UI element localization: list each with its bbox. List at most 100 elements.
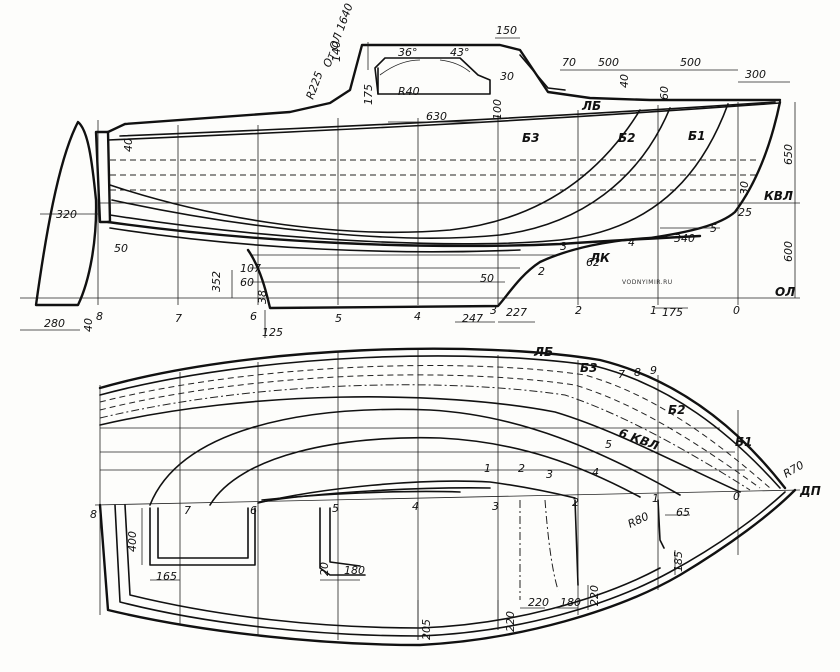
profile-station-label: 1	[650, 304, 657, 317]
dim-label: 30	[500, 70, 514, 83]
plan-station-label: 2	[572, 496, 579, 509]
dim-label: 630	[426, 110, 447, 123]
plan-sheer-top	[99, 355, 781, 489]
plan-dim-label: 180	[344, 564, 365, 577]
plan-inner-bottom	[124, 504, 661, 629]
dim-label: 5	[710, 222, 717, 235]
plan-station-labels: 8 7 6 5 4 3 2 1 0	[90, 490, 740, 521]
plan-wl-number: 5	[605, 438, 612, 451]
watermark: VODNYIMIR.RU	[622, 279, 673, 286]
profile-station-label: 0	[733, 304, 740, 317]
plan-dim-label: 220	[504, 611, 517, 632]
plan-sheer-bottom	[114, 491, 786, 637]
fin-keel-outline	[246, 236, 652, 310]
callout-r225: R225	[304, 70, 326, 101]
plan-dim-label: 220	[588, 585, 601, 606]
plan-station-label: 4	[412, 500, 419, 513]
dim-label: 140	[330, 41, 343, 62]
plan-station-lines	[99, 350, 739, 640]
plan-dashed-9	[99, 365, 771, 489]
plan-dim-label: 220	[528, 596, 549, 609]
plan-wl-number: 7	[618, 368, 625, 381]
plan-wl-kvl	[99, 396, 741, 493]
plan-wl-1	[261, 490, 461, 501]
dim-label: 280	[44, 317, 65, 330]
callout-ang36: 36°	[398, 46, 418, 59]
cabin-front	[519, 54, 566, 91]
cockpit-inner	[157, 507, 249, 559]
dim-label: 340	[674, 232, 695, 245]
dim-label: 107	[240, 262, 261, 275]
dim-label: 320	[56, 208, 77, 221]
label-lk: ЛК	[589, 251, 611, 265]
deck-cabin-outline	[106, 43, 782, 134]
mast-line-2	[544, 499, 559, 591]
dim-label: 500	[680, 56, 701, 69]
plan-station-label: 1	[652, 492, 659, 505]
plan-deck-edge-bottom	[98, 488, 797, 647]
cabin-window	[374, 57, 491, 95]
plan-station-label: 3	[492, 500, 499, 513]
cabin-outline-aft	[319, 507, 366, 576]
label-ol: ОЛ	[775, 285, 795, 299]
plan-wl-number: 1	[484, 462, 491, 475]
dim-label: 650	[782, 144, 795, 165]
plan-dim-label: 165	[156, 570, 177, 583]
keel-line-inner	[109, 227, 521, 253]
profile-view: 8 7 6 5 4 3 2 1 0 ЛБ Б3 Б2 Б1 КВЛ ЛК ОЛ …	[20, 2, 800, 339]
profile-dimension-lines	[20, 37, 796, 338]
plan-label-lb: ЛБ	[533, 345, 553, 359]
dim-label: 352	[210, 271, 223, 292]
dim-label: 38	[256, 290, 269, 304]
dim-label: 247	[462, 312, 483, 325]
dim-label: 500	[598, 56, 619, 69]
sheer-line-lb	[107, 102, 781, 141]
plan-label-r80: R80	[626, 510, 651, 531]
plan-label-kvl: 6 КВЛ	[617, 426, 661, 453]
plan-deck-edge-top	[98, 347, 787, 490]
plan-station-label: 0	[733, 490, 740, 503]
plan-station-label: 5	[332, 502, 339, 515]
cabin-inner-aft	[329, 507, 361, 567]
plan-wl-number: 2	[518, 462, 525, 475]
plan-dimension-lines	[141, 508, 690, 640]
profile-station-label: 6	[250, 310, 257, 323]
dim-label: 175	[662, 306, 683, 319]
plan-station-label: 8	[90, 508, 97, 521]
plan-dim-label: 205	[420, 619, 433, 640]
profile-station-label: 2	[575, 304, 582, 317]
dim-label: 50	[114, 242, 128, 255]
dim-label: 3	[560, 240, 567, 253]
plan-view: 8 7 6 5 4 3 2 1 0 ЛБ Б3 Б2 Б1 6 КВЛ ДП R…	[90, 345, 821, 647]
dim-label: 50	[480, 272, 494, 285]
rudder-outline	[34, 120, 98, 307]
angle-arc-43	[439, 59, 471, 73]
dim-label: 70	[562, 56, 576, 69]
buttock-b3	[109, 109, 641, 234]
plan-dimension-labels: 400 165 20 180 205 220 220 180 220 65 18…	[126, 506, 690, 640]
plan-wl-number: 3	[546, 468, 553, 481]
plan-wl-number: 9	[650, 364, 657, 377]
plan-dashed-8	[99, 374, 761, 489]
plan-wl-3	[257, 480, 576, 504]
plan-dim-label: 20	[318, 562, 331, 576]
dim-label: 40	[618, 74, 631, 88]
plan-dashed-7	[99, 384, 751, 491]
angle-arc-36	[379, 59, 421, 76]
dim-label: 100	[491, 99, 504, 120]
plan-dim-label: 400	[126, 531, 139, 552]
profile-station-lines	[97, 102, 739, 305]
plan-wl-number: 8	[634, 366, 641, 379]
dim-label: 125	[262, 326, 283, 339]
profile-station-labels: 8 7 6 5 4 3 2 1 0	[96, 304, 740, 325]
plan-waterline-grid	[100, 427, 745, 471]
profile-dimension-labels: 140 150 175 630 30 100 70 500 40 500 300…	[44, 24, 795, 339]
cockpit-outline	[149, 507, 256, 566]
label-kvl: КВЛ	[764, 189, 793, 203]
dim-label: 300	[745, 68, 766, 81]
dim-label: 62	[586, 256, 600, 269]
dim-label: 40	[122, 138, 135, 152]
stem-outline	[648, 100, 782, 240]
